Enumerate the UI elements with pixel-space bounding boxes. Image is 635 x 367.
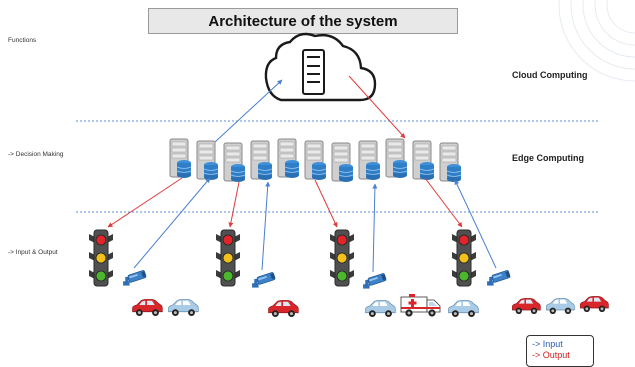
server-stack-icon (358, 140, 381, 181)
ambulance-icon (400, 293, 441, 318)
input-output-label: -> Input & Output (8, 249, 58, 256)
input-arrow (214, 79, 283, 143)
input-arrow (454, 179, 497, 269)
traffic-light-icon (329, 229, 355, 287)
cctv-camera-icon (486, 269, 511, 287)
server-stack-icon (331, 142, 354, 183)
car-icon (511, 297, 541, 315)
input-arrow (133, 177, 211, 269)
edge-server-row (169, 138, 462, 183)
edge-computing-label: Edge Computing (512, 153, 584, 163)
legend-output: -> Output (532, 350, 570, 360)
cctv-camera-icon (122, 269, 147, 287)
server-stack-icon (412, 140, 435, 181)
car-icon (168, 298, 199, 317)
traffic-light-icon (215, 229, 241, 287)
server-stack-icon (169, 138, 192, 179)
server-stack-icon (223, 142, 246, 183)
output-arrow (228, 181, 240, 228)
server-stack-icon (250, 140, 273, 181)
cctv-camera-icon (251, 271, 276, 289)
functions-label: Functions (8, 37, 37, 44)
cloud-server-icon (264, 32, 377, 102)
server-stack-icon (304, 140, 327, 181)
car-icon (579, 295, 609, 313)
traffic-light-icon (88, 229, 114, 287)
traffic-light-icon (451, 229, 477, 287)
car-icon (545, 297, 575, 315)
server-stack-icon (439, 142, 462, 183)
car-icon (268, 299, 299, 318)
server-stack-icon (277, 138, 300, 179)
input-arrow (372, 183, 378, 273)
decision-making-label: -> Decision Making (8, 151, 64, 158)
output-arrow (424, 177, 463, 228)
server-stack-icon (196, 140, 219, 181)
output-arrow (348, 75, 406, 139)
cctv-camera-icon (362, 272, 387, 290)
output-arrow (107, 177, 183, 228)
decorative-arcs (558, 0, 635, 82)
input-arrow (261, 181, 271, 271)
output-arrow (314, 179, 338, 228)
diagram-title: Architecture of the system (148, 8, 458, 34)
server-stack-icon (385, 138, 408, 179)
cloud-computing-label: Cloud Computing (512, 70, 588, 80)
legend-input: -> Input (532, 339, 563, 349)
car-icon (365, 299, 396, 318)
car-icon (132, 298, 163, 317)
car-icon (448, 299, 479, 318)
legend-box: -> Input -> Output (526, 335, 594, 367)
